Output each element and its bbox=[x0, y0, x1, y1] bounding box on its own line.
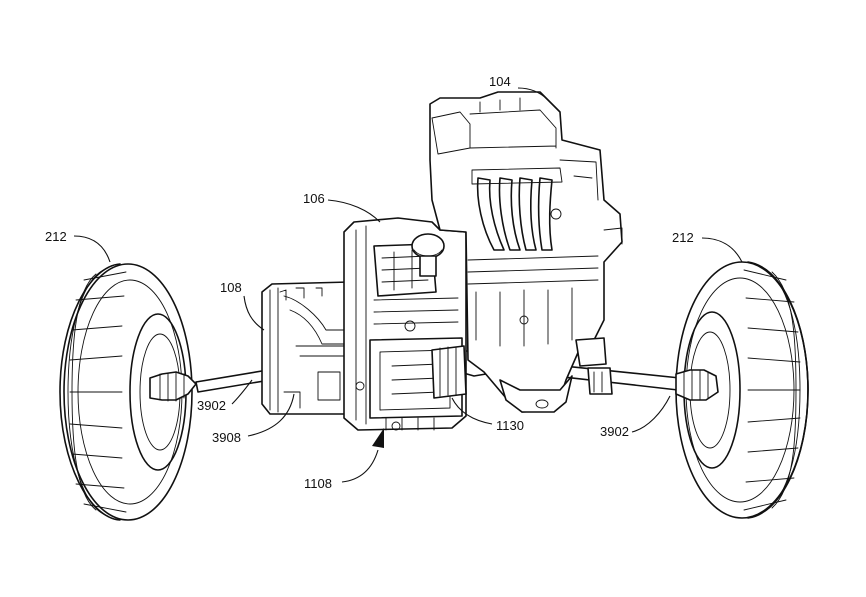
output-shaft bbox=[431, 345, 467, 399]
label-3902-left: 3902 bbox=[197, 398, 226, 413]
label-1108: 1108 bbox=[304, 476, 332, 491]
leader-3902-left bbox=[231, 379, 253, 405]
label-106: 106 bbox=[303, 191, 325, 206]
leader-1130 bbox=[451, 397, 493, 425]
engine bbox=[429, 91, 623, 413]
label-3908: 3908 bbox=[212, 430, 241, 445]
leader-108 bbox=[243, 295, 265, 331]
label-212-left: 212 bbox=[45, 229, 67, 244]
transmission-housing bbox=[261, 281, 357, 415]
leader-3908 bbox=[247, 393, 295, 437]
leader-3902-right bbox=[631, 395, 671, 433]
leader-106 bbox=[327, 199, 381, 223]
leader-212-right bbox=[701, 237, 743, 263]
leader-1108 bbox=[341, 449, 379, 483]
leader-104 bbox=[517, 87, 549, 101]
left-wheel bbox=[59, 263, 193, 521]
label-1130: 1130 bbox=[496, 418, 524, 433]
label-104: 104 bbox=[489, 74, 511, 89]
arrowhead-1108 bbox=[372, 428, 384, 448]
leader-212-left bbox=[73, 235, 111, 263]
control-module bbox=[373, 233, 445, 297]
label-212-right: 212 bbox=[672, 230, 694, 245]
label-108: 108 bbox=[220, 280, 242, 295]
label-3902-right: 3902 bbox=[600, 424, 629, 439]
